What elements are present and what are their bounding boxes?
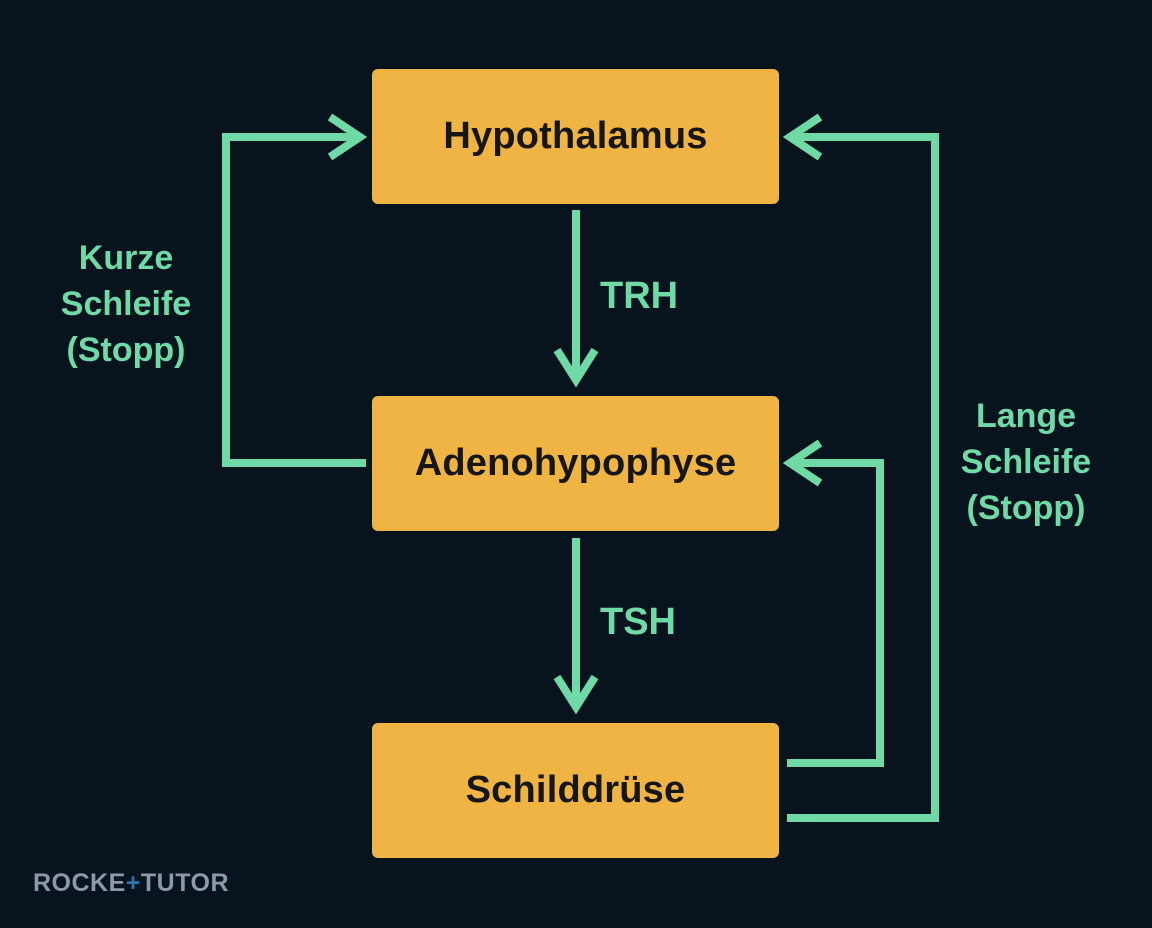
node-schilddruese-label: Schilddrüse: [465, 769, 686, 811]
node-hypothalamus: Hypothalamus: [372, 69, 779, 204]
long-loop-outer-line: [787, 133, 939, 822]
node-schilddruese: Schilddrüse: [372, 723, 779, 858]
logo-text-part1: ROCKE: [33, 869, 126, 897]
long-loop-outer-head: [782, 113, 823, 161]
brand-logo: ROCKE+TUTOR: [33, 869, 229, 898]
long-loop-label: Lange Schleife (Stopp): [936, 393, 1116, 531]
logo-plus-icon: +: [125, 869, 141, 897]
short-loop-line: [222, 133, 366, 467]
long-loop-inner-head: [782, 439, 823, 487]
arrow-trh-head: [553, 347, 599, 388]
node-hypothalamus-label: Hypothalamus: [443, 115, 708, 157]
short-loop-label-line: Schleife: [60, 285, 192, 323]
hormone-label-tsh: TSH: [600, 601, 676, 643]
logo-text-part2: TUTOR: [140, 869, 230, 897]
long-loop-label-line: Schleife: [960, 443, 1092, 481]
short-loop-label-line: (Stopp): [66, 331, 186, 369]
arrow-tsh-head: [553, 674, 599, 715]
short-loop-label-line: Kurze: [78, 239, 174, 277]
long-loop-inner-line: [787, 459, 884, 767]
node-adenohypophyse: Adenohypophyse: [372, 396, 779, 531]
short-loop-head: [327, 113, 368, 161]
node-adenohypophyse-label: Adenohypophyse: [414, 442, 737, 484]
long-loop-label-line: (Stopp): [966, 489, 1086, 527]
hormone-label-trh: TRH: [600, 275, 679, 317]
short-loop-label: Kurze Schleife (Stopp): [36, 235, 216, 373]
long-loop-label-line: Lange: [975, 397, 1077, 435]
